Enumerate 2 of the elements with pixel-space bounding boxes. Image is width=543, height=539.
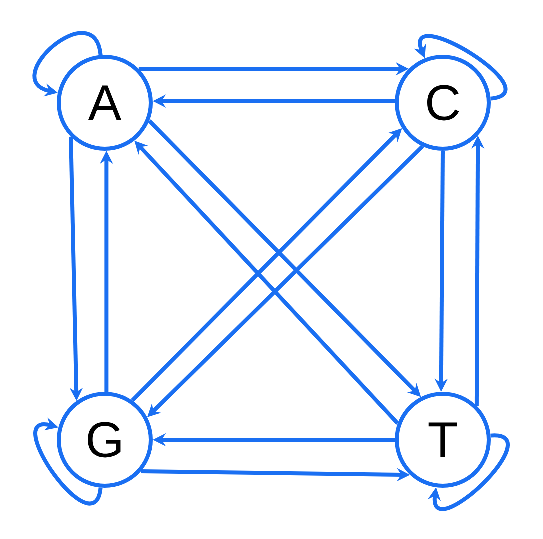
arrow	[34, 418, 103, 506]
arrow	[428, 434, 510, 512]
